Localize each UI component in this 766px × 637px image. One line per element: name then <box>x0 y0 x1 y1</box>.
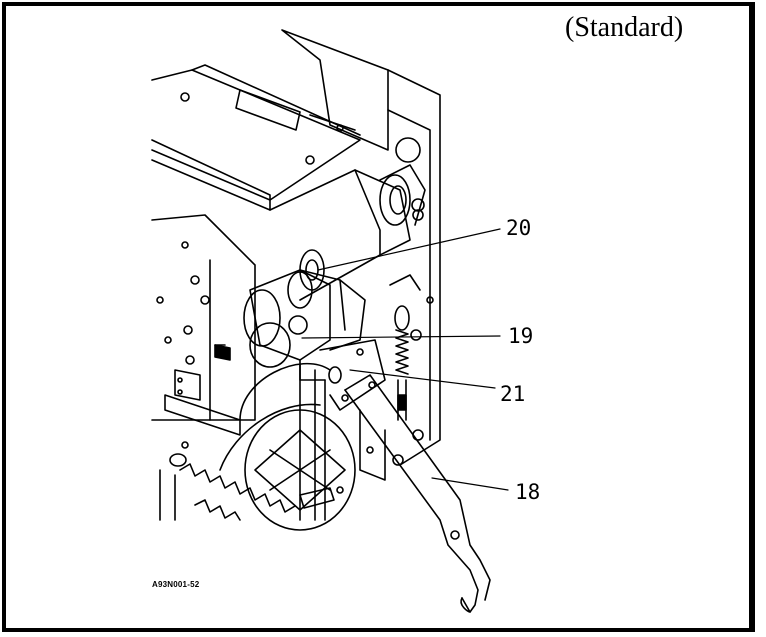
figure-code: A93N001-52 <box>152 580 200 589</box>
vertical-posts <box>299 364 386 521</box>
bracket-assembly <box>214 249 386 411</box>
left-side-plate <box>151 214 256 436</box>
lever-arm <box>344 374 491 613</box>
lower-drum <box>219 362 356 531</box>
leader-19 <box>301 335 501 339</box>
drum-housing <box>269 164 426 301</box>
callout-18: 18 <box>515 480 541 504</box>
bottom-spring <box>159 441 335 521</box>
figure-frame <box>2 2 755 632</box>
leader-20 <box>317 228 501 271</box>
callout-21: 21 <box>500 382 526 406</box>
callout-20: 20 <box>506 216 532 240</box>
callout-19: 19 <box>508 324 534 348</box>
top-deck <box>151 64 361 211</box>
right-tension-spring <box>389 274 421 421</box>
leader-21 <box>349 369 496 389</box>
variant-label: (Standard) <box>565 12 684 43</box>
rear-frame-plate <box>281 29 441 466</box>
leader-18 <box>431 477 509 491</box>
leader-lines <box>301 228 509 491</box>
